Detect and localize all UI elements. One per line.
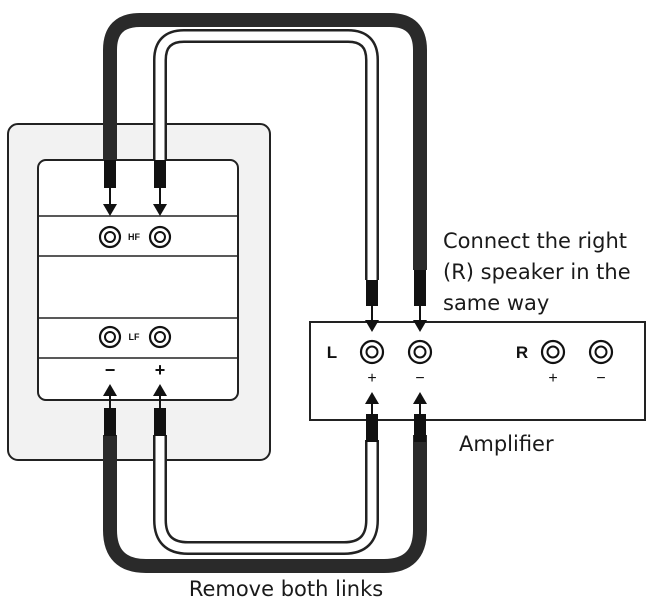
amp-right-plus-terminal[interactable] xyxy=(540,339,566,365)
amplifier-label: Amplifier xyxy=(459,432,554,456)
amp-left-minus-sign: − xyxy=(415,370,424,387)
hf-connector-arrows xyxy=(103,160,167,216)
lf-terminals: LF − + xyxy=(98,325,172,380)
connect-right-line-3: same way xyxy=(443,291,549,315)
amp-left-channel-label: L xyxy=(327,343,337,362)
hf-plus-terminal[interactable] xyxy=(148,225,172,249)
amp-bottom-connector-arrows xyxy=(365,392,427,442)
top-dark-cable xyxy=(103,13,427,270)
bottom-light-cable xyxy=(153,435,379,555)
amp-right-channel-label: R xyxy=(516,343,528,362)
lf-minus-terminal[interactable] xyxy=(98,325,122,349)
lf-label: LF xyxy=(129,332,140,342)
connect-right-note: Connect the right (R) speaker in the sam… xyxy=(443,229,631,315)
lf-plus-sign: + xyxy=(155,360,166,380)
bottom-dark-cable xyxy=(103,435,427,573)
amp-left-plus-terminal[interactable] xyxy=(359,339,385,365)
hf-minus-terminal[interactable] xyxy=(98,225,122,249)
lf-minus-sign: − xyxy=(105,360,116,380)
amp-right-minus-terminal[interactable] xyxy=(588,339,614,365)
terminal-panel xyxy=(37,159,239,401)
amp-right-minus-sign: − xyxy=(596,370,605,387)
lf-plus-terminal[interactable] xyxy=(148,325,172,349)
connect-right-line-1: Connect the right xyxy=(443,229,627,253)
amp-right-plus-sign: + xyxy=(548,370,557,387)
amplifier-box xyxy=(309,321,646,421)
top-light-cable xyxy=(153,29,379,280)
amp-top-connector-arrows xyxy=(365,270,427,332)
remove-links-caption: Remove both links xyxy=(189,577,383,601)
lf-connector-arrows xyxy=(103,384,167,436)
hf-label: HF xyxy=(128,232,140,242)
connect-right-line-2: (R) speaker in the xyxy=(443,260,631,284)
amp-left-minus-terminal[interactable] xyxy=(407,339,433,365)
hf-terminals: HF xyxy=(98,225,172,249)
speaker-cabinet xyxy=(7,123,271,461)
amp-left-plus-sign: + xyxy=(367,370,376,387)
